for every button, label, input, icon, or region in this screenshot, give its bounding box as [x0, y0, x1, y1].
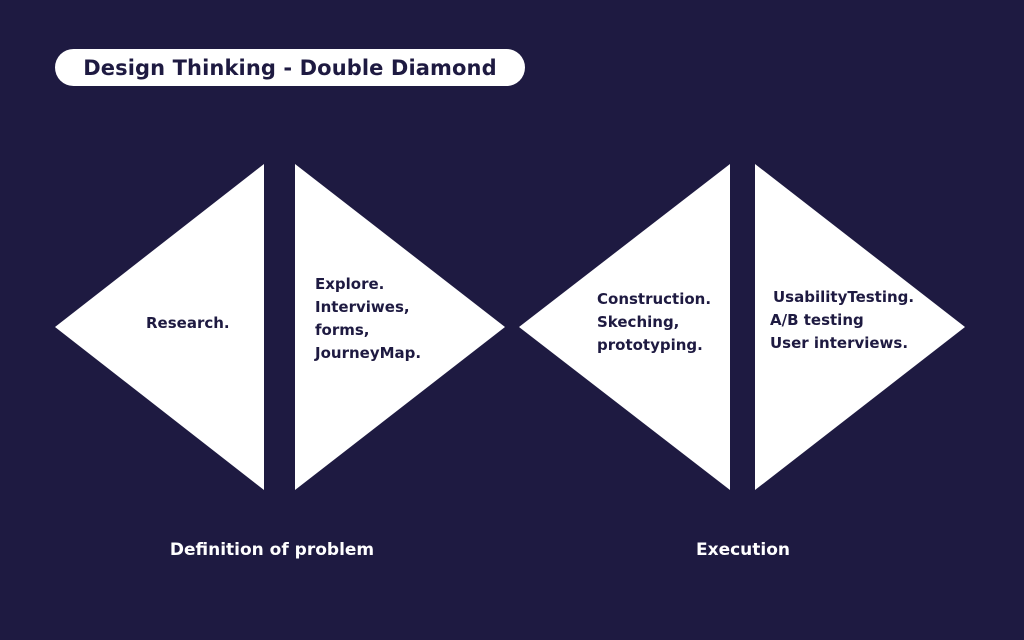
- diamond-2-left-line: prototyping.: [597, 336, 703, 354]
- diamond-2-left-text: Construction. Skeching, prototyping.: [597, 288, 711, 357]
- diamond-1-left-line: Research.: [146, 314, 230, 332]
- diamond-2-right-text: UsabilityTesting. A/B testing User inter…: [770, 286, 914, 355]
- diamond-2-right-line: User interviews.: [770, 334, 909, 352]
- diamond-1-left-text: Research.: [146, 312, 230, 335]
- diamond-1-right-line: forms,: [315, 321, 370, 339]
- diamond-2-left-triangle: [519, 164, 730, 490]
- phase-label-execution: Execution: [695, 540, 791, 560]
- diamond-1-right-line: Interviwes,: [315, 298, 410, 316]
- diamond-2-left-line: Construction.: [597, 290, 712, 308]
- diamond-1-right-line: JourneyMap.: [315, 344, 422, 362]
- diamond-2-right-line: A/B testing: [770, 311, 864, 329]
- diamond-2-left-line: Skeching,: [597, 313, 680, 331]
- diagram-title: Design Thinking - Double Diamond: [83, 55, 497, 80]
- diamond-1-right-triangle: [295, 164, 505, 490]
- phase-label-definition: Definition of problem: [169, 540, 375, 560]
- diamond-2-right-line: UsabilityTesting.: [773, 288, 915, 306]
- diamond-1-right-line: Explore.: [315, 275, 385, 293]
- diamond-2-right-triangle: [755, 164, 965, 490]
- title-pill: Design Thinking - Double Diamond: [55, 49, 525, 86]
- diamond-1-right-text: Explore. Interviwes, forms, JourneyMap.: [315, 273, 421, 365]
- diamond-1-left-triangle: [55, 164, 264, 490]
